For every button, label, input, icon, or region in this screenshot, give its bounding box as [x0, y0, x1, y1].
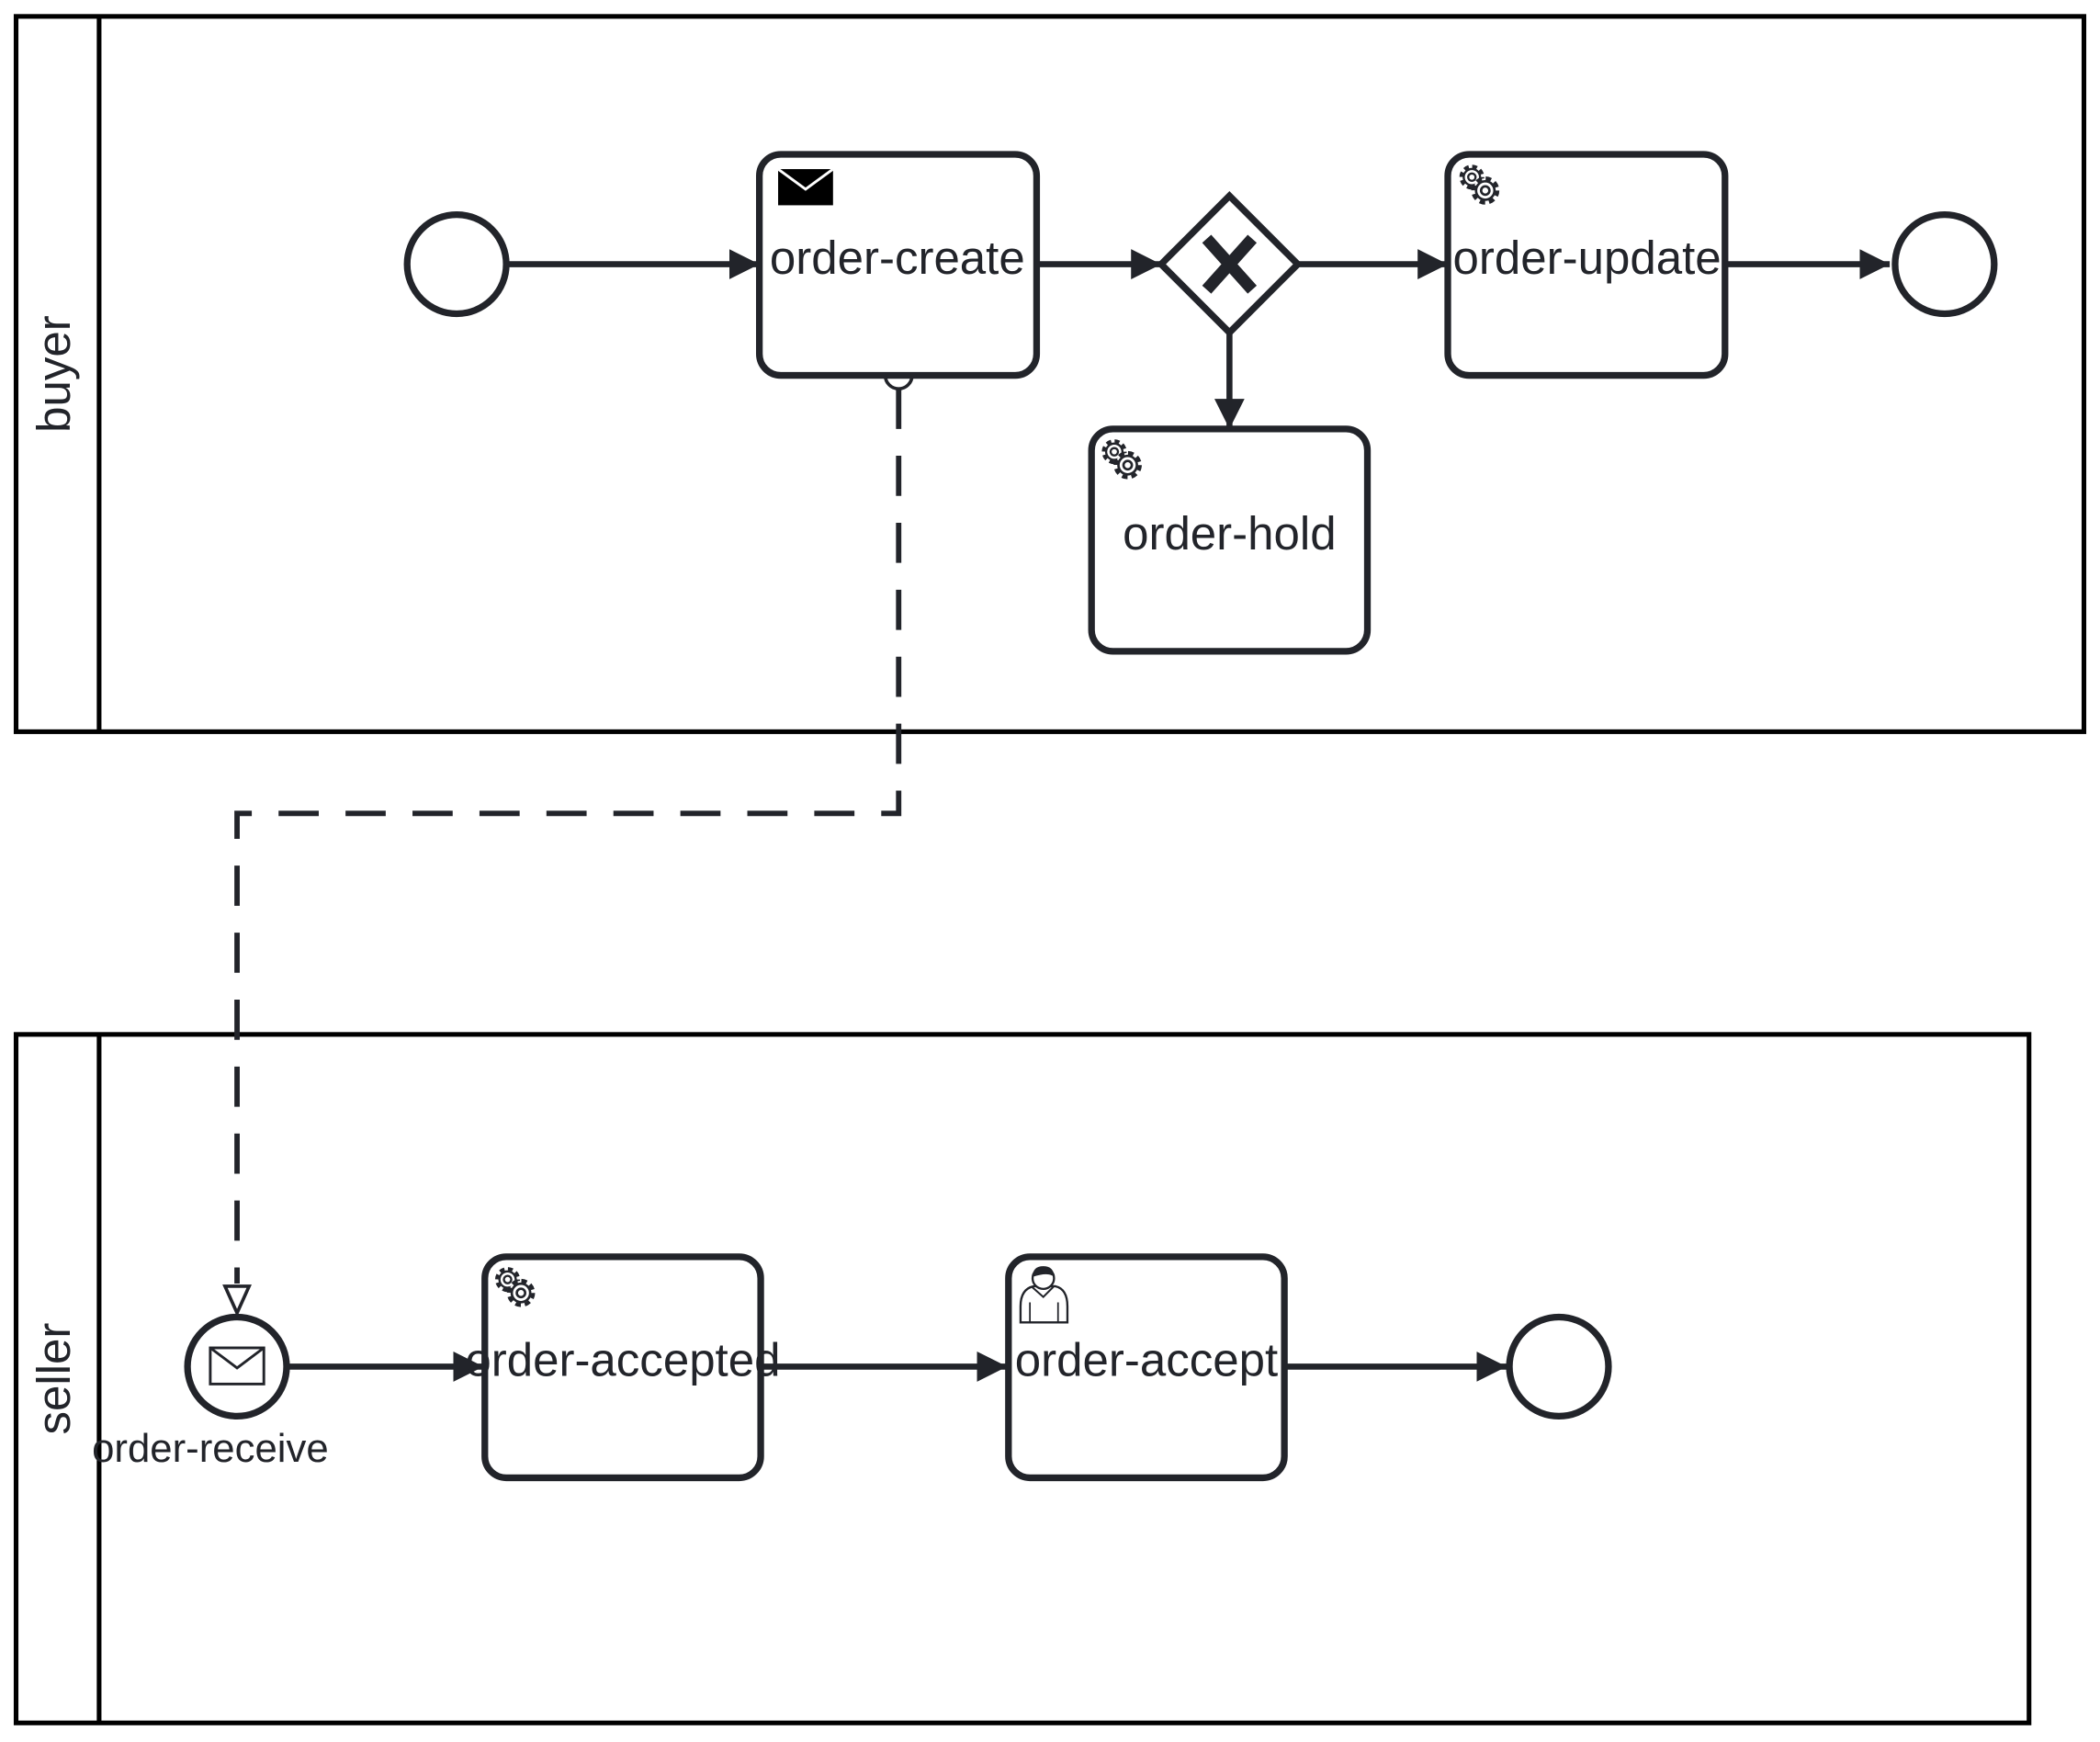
task-label-order-hold: order-hold [1123, 507, 1337, 560]
message-start-event-order-receive[interactable] [184, 1313, 290, 1420]
envelope-icon [777, 167, 834, 206]
task-label-order-accepted: order-accepted [465, 1334, 780, 1386]
start-event-buyer[interactable] [403, 210, 510, 318]
pool-buyer[interactable]: buyer [13, 14, 2087, 734]
end-event-buyer[interactable] [1891, 210, 1998, 318]
task-label-order-accept: order-accept [1015, 1334, 1278, 1386]
task-order-update[interactable]: order-update [1444, 151, 1729, 379]
user-icon [1019, 1266, 1069, 1324]
end-event-seller[interactable] [1506, 1313, 1612, 1420]
exclusive-gateway[interactable] [1156, 191, 1303, 338]
pool-label-buyer: buyer [28, 315, 80, 433]
sequence-flows-buyer [509, 249, 1891, 429]
task-order-hold[interactable]: order-hold [1088, 425, 1372, 655]
task-label-order-create: order-create [770, 232, 1025, 284]
task-label-order-update: order-update [1453, 232, 1722, 284]
event-label-order-receive: order-receive [92, 1426, 329, 1471]
envelope-icon [209, 1346, 265, 1386]
x-marker-icon [1202, 234, 1258, 294]
message-flow-target-marker [222, 1284, 252, 1318]
pool-label-seller: seller [28, 1323, 80, 1435]
task-order-create[interactable]: order-create [755, 151, 1041, 379]
task-order-accepted[interactable]: order-accepted [465, 1253, 780, 1482]
task-order-accept[interactable]: order-accept [1005, 1253, 1288, 1482]
